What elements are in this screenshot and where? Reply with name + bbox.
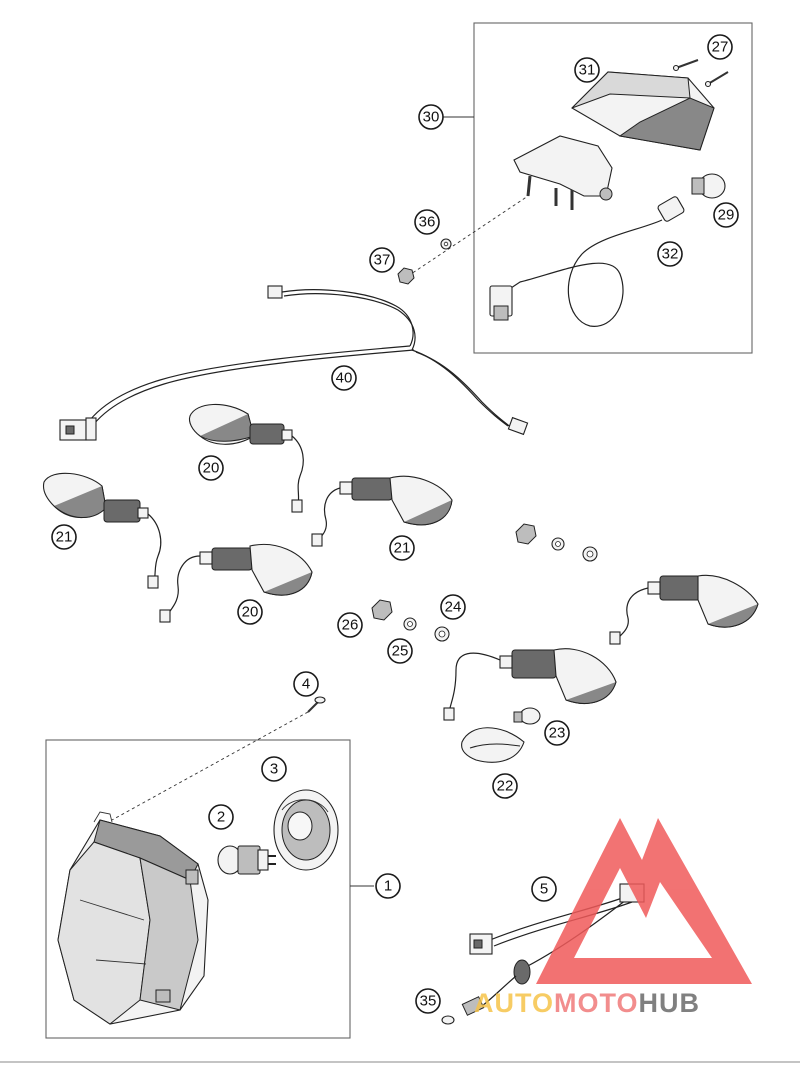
callout-26: 26 (337, 612, 363, 638)
svg-text:22: 22 (497, 778, 514, 795)
tail-light-box (473, 22, 753, 354)
callout-40: 40 (331, 365, 357, 391)
callout-21-left: 21 (51, 524, 77, 550)
watermark-auto: AUTO (474, 988, 554, 1018)
callout-37: 37 (369, 247, 395, 273)
indicator-part-21-left (42, 472, 162, 589)
svg-text:31: 31 (579, 62, 596, 79)
svg-text:29: 29 (718, 207, 735, 224)
screw-part-4 (111, 696, 326, 821)
callout-23: 23 (544, 720, 570, 746)
callout-4: 4 (293, 671, 319, 697)
nut-washer-parts (397, 195, 529, 285)
svg-text:30: 30 (423, 109, 440, 126)
headlight-group (45, 696, 374, 1039)
indicator-far-right (609, 574, 759, 645)
tail-housing (513, 135, 613, 210)
svg-text:26: 26 (342, 617, 359, 634)
socket-harness-part-32 (489, 196, 685, 327)
svg-text:3: 3 (270, 761, 278, 778)
dust-cap-part-3 (273, 789, 339, 871)
tail-lens-part-31 (571, 71, 715, 151)
callout-3: 3 (261, 756, 287, 782)
callout-5: 5 (531, 876, 557, 902)
svg-text:32: 32 (662, 246, 679, 263)
bulb-part-35 (441, 996, 485, 1025)
callout-36: 36 (414, 209, 440, 235)
indicator-part-20-upper (188, 403, 304, 513)
callout-25: 25 (387, 638, 413, 664)
callout-22: 22 (492, 773, 518, 799)
svg-text:20: 20 (242, 604, 259, 621)
svg-text:35: 35 (420, 993, 437, 1010)
svg-text:36: 36 (419, 214, 436, 231)
callout-30: 30 (418, 104, 444, 130)
callout-27: 27 (707, 34, 733, 60)
callout-20-lower: 20 (237, 599, 263, 625)
svg-text:21: 21 (56, 529, 73, 546)
callout-2: 2 (208, 804, 234, 830)
svg-text:37: 37 (374, 252, 391, 269)
callout-35: 35 (415, 988, 441, 1014)
headlight-box (45, 739, 351, 1039)
callout-29: 29 (713, 202, 739, 228)
headlight-bulb-part-2 (217, 845, 276, 875)
svg-text:23: 23 (549, 725, 566, 742)
callout-21-right: 21 (389, 535, 415, 561)
indicator-lower-right (443, 648, 617, 721)
automotohub-watermark: AUTOMOTOHUB (474, 818, 752, 1018)
svg-text:25: 25 (392, 643, 409, 660)
indicator-part-21-right (311, 475, 453, 547)
watermark-moto: MOTO (554, 988, 639, 1018)
svg-text:24: 24 (445, 599, 462, 616)
bulb-part-23 (513, 707, 541, 725)
svg-text:AUTOMOTOHUB: AUTOMOTOHUB (474, 988, 700, 1018)
svg-text:4: 4 (302, 676, 310, 693)
screw-part-27 (672, 59, 729, 88)
callout-1: 1 (375, 873, 401, 899)
callout-20-upper: 20 (198, 455, 224, 481)
svg-text:1: 1 (384, 878, 392, 895)
callout-32: 32 (657, 241, 683, 267)
svg-text:21: 21 (394, 540, 411, 557)
svg-text:5: 5 (540, 881, 548, 898)
wiring-harness-part-40 (59, 285, 529, 441)
svg-text:20: 20 (203, 460, 220, 477)
indicator-part-20-lower (159, 544, 313, 623)
nut-washer-parts-lower (371, 523, 598, 642)
svg-text:2: 2 (217, 809, 225, 826)
headlight-part-1 (57, 811, 209, 1025)
callout-24: 24 (440, 594, 466, 620)
watermark-triangle-logo (536, 818, 752, 984)
callout-31: 31 (574, 57, 600, 83)
tail-light-group (443, 22, 753, 354)
tail-bulb-part-29 (691, 173, 726, 199)
watermark-hub: HUB (639, 988, 701, 1018)
indicator-lens-part-22 (461, 727, 525, 763)
svg-text:27: 27 (712, 39, 729, 56)
svg-text:40: 40 (336, 370, 353, 387)
